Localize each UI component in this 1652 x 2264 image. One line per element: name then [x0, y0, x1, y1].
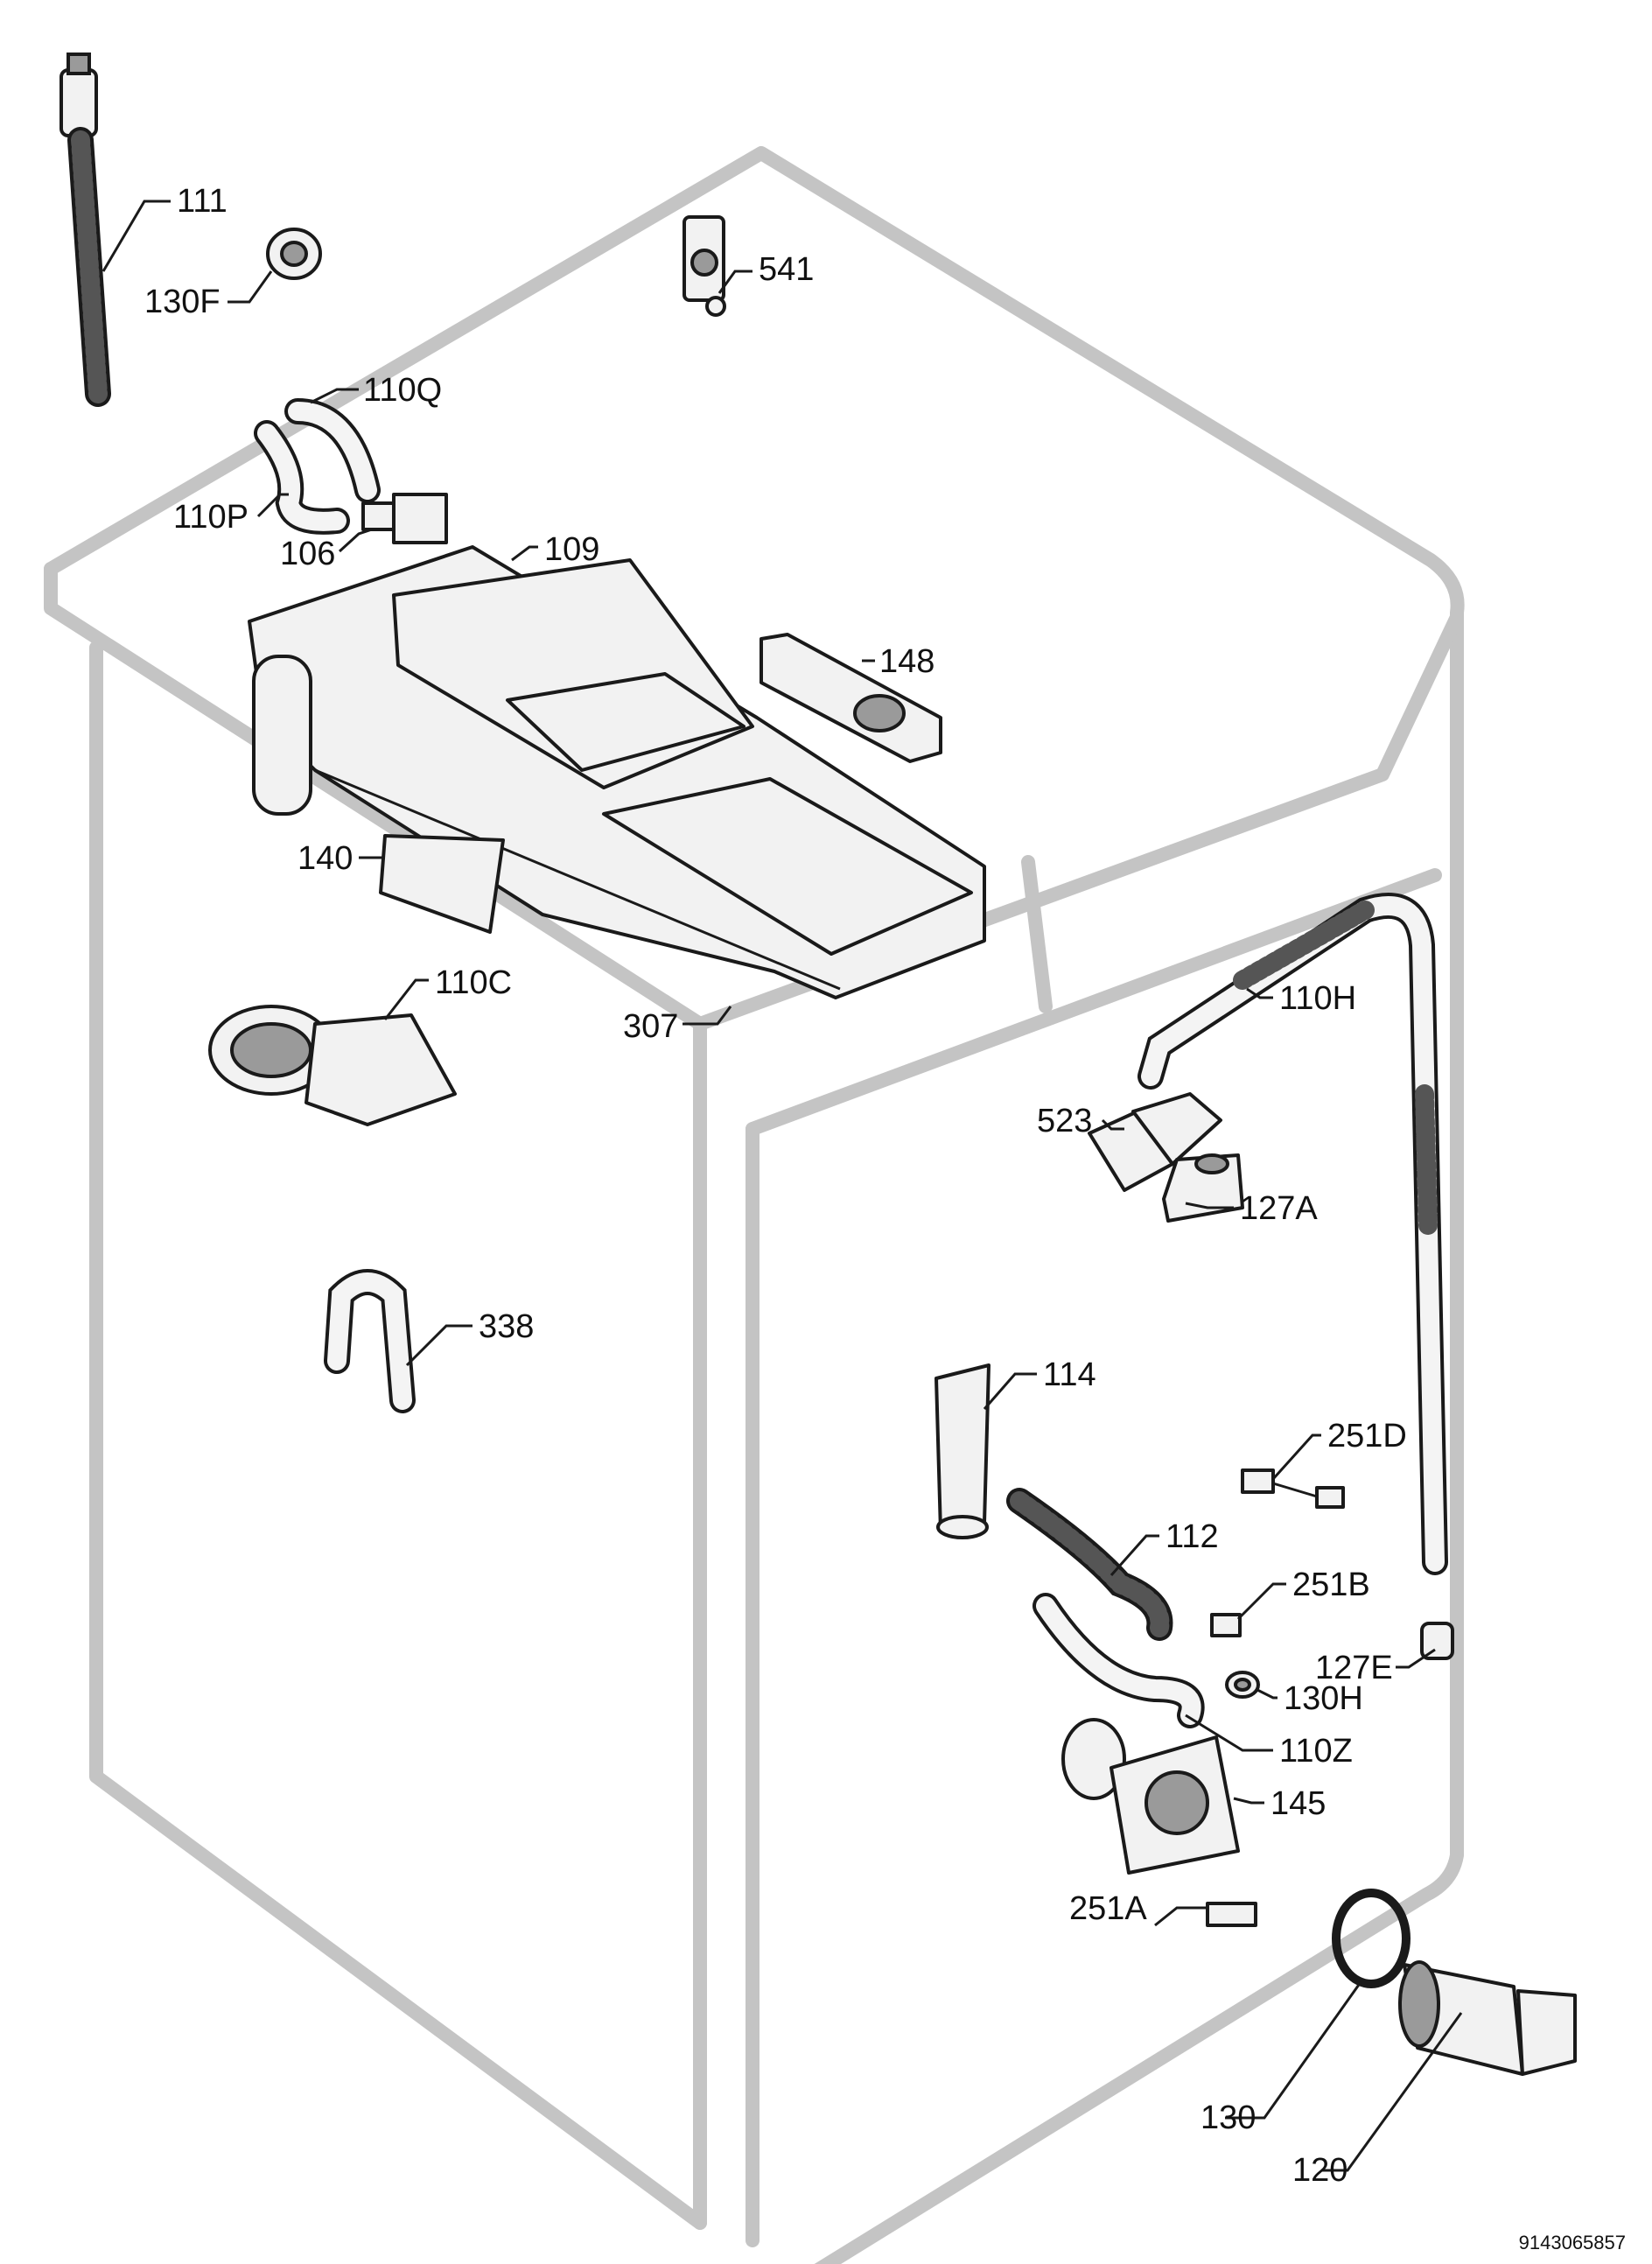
part-110Q-hose [284, 398, 381, 503]
callout-148: 148 [879, 643, 934, 680]
part-523-holder [1088, 1092, 1222, 1192]
part-111-inlet-hose [60, 53, 111, 407]
callout-251B: 251B [1292, 1567, 1370, 1603]
callout-106: 106 [280, 536, 335, 572]
part-251A-clip [1206, 1902, 1257, 1927]
callout-110Z: 110Z [1279, 1733, 1353, 1770]
part-541-clip [682, 215, 726, 317]
callout-251A: 251A [1069, 1890, 1147, 1927]
part-148-drawer-handle [760, 633, 942, 763]
callout-251D: 251D [1327, 1418, 1407, 1454]
callout-109: 109 [544, 531, 599, 568]
part-338-hose-guide [324, 1269, 416, 1413]
callout-307: 307 [623, 1008, 678, 1045]
part-112-sump-hose [1006, 1488, 1173, 1641]
callout-labels: 111 130F 541 110Q 110P 106 109 148 140 1… [144, 183, 1407, 2189]
callout-130: 130 [1200, 2099, 1256, 2136]
part-110Z-hose [1032, 1593, 1205, 1728]
callout-110Q: 110Q [363, 372, 442, 409]
callout-541: 541 [759, 251, 814, 288]
callout-140: 140 [298, 840, 353, 877]
callout-114: 114 [1043, 1356, 1096, 1393]
part-140-bracket [379, 834, 505, 934]
callout-130F: 130F [144, 284, 220, 320]
part-127A-cover [1162, 1153, 1244, 1223]
callout-338: 338 [479, 1308, 534, 1345]
callout-523: 523 [1037, 1103, 1092, 1139]
part-130F-grommet [266, 228, 322, 280]
part-145-pump-housing [1061, 1718, 1240, 1875]
part-130H-grommet [1225, 1671, 1260, 1699]
leader-lines [102, 200, 1463, 2172]
callout-130H: 130H [1284, 1680, 1363, 1717]
callout-111: 111 [177, 183, 228, 220]
callout-110H: 110H [1279, 980, 1356, 1017]
part-110P-hose [254, 420, 350, 535]
part-251B-clip [1210, 1613, 1242, 1637]
drawing-code: 9143065857 [1519, 2232, 1626, 2253]
callout-112: 112 [1166, 1518, 1219, 1555]
part-110H-drain-hose [1138, 893, 1448, 1575]
callout-145: 145 [1270, 1785, 1326, 1822]
part-110C-bellows-hose [208, 1005, 457, 1126]
callout-120: 120 [1292, 2152, 1348, 2189]
part-130-seal-ring [1332, 1889, 1410, 1988]
part-120-pump-filter [1398, 1960, 1577, 2076]
callout-127E: 127E [1315, 1650, 1393, 1686]
cabinet-outline [44, 146, 1465, 2264]
part-127E-foot [1420, 1622, 1454, 1660]
callout-110C: 110C [435, 964, 512, 1001]
part-251D-harness [1241, 1468, 1345, 1509]
part-114-connector [934, 1363, 990, 1539]
callout-127A: 127A [1240, 1190, 1318, 1227]
part-109-307-dispenser-housing [248, 545, 986, 999]
callout-110P: 110P [173, 499, 248, 536]
part-106-valve [361, 493, 448, 544]
